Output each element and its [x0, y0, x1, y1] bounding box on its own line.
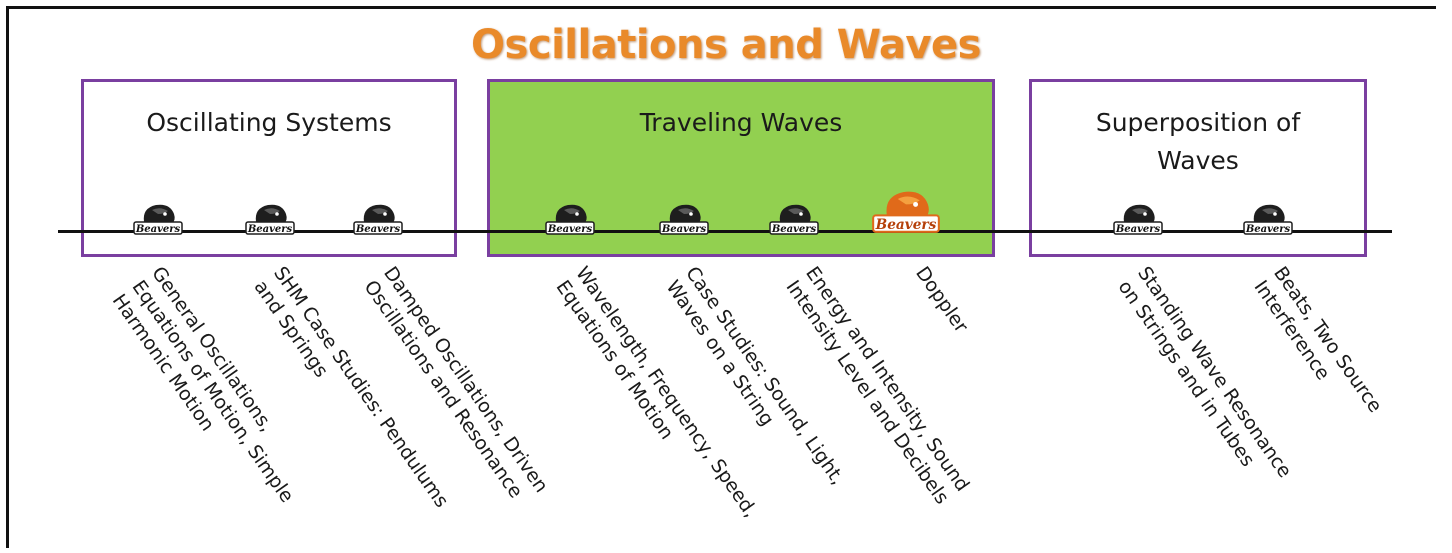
beaver-logo-icon-highlighted: Beavers	[870, 188, 942, 240]
marker-label: Beavers	[247, 224, 293, 235]
marker-label: Beavers	[875, 217, 937, 233]
marker-label: Beavers	[661, 224, 707, 235]
section-title: Oscillating Systems	[146, 108, 392, 137]
section-superposition-of-waves: Superposition of Waves	[1029, 79, 1367, 257]
marker-label: Beavers	[355, 224, 401, 235]
marker-label: Beavers	[1115, 224, 1161, 235]
marker-label: Beavers	[1245, 224, 1291, 235]
marker-label: Beavers	[547, 224, 593, 235]
beaver-logo-icon: Beavers	[1112, 202, 1164, 240]
beaver-logo-icon: Beavers	[352, 202, 404, 240]
marker-label: Beavers	[135, 224, 181, 235]
section-title: Superposition of Waves	[1095, 108, 1301, 175]
beaver-logo-icon: Beavers	[132, 202, 184, 240]
page-title: Oscillations and Waves	[471, 22, 981, 68]
frame-edge	[1444, 6, 1452, 553]
section-title: Traveling Waves	[639, 108, 843, 137]
beaver-logo-icon: Beavers	[658, 202, 710, 240]
marker-label: Beavers	[771, 224, 817, 235]
section-oscillating-systems: Oscillating Systems	[81, 79, 457, 257]
timeline-axis	[58, 230, 1392, 233]
beaver-logo-icon: Beavers	[768, 202, 820, 240]
slide-frame	[6, 6, 1436, 548]
beaver-logo-icon: Beavers	[1242, 202, 1294, 240]
beaver-logo-icon: Beavers	[544, 202, 596, 240]
beaver-logo-icon: Beavers	[244, 202, 296, 240]
